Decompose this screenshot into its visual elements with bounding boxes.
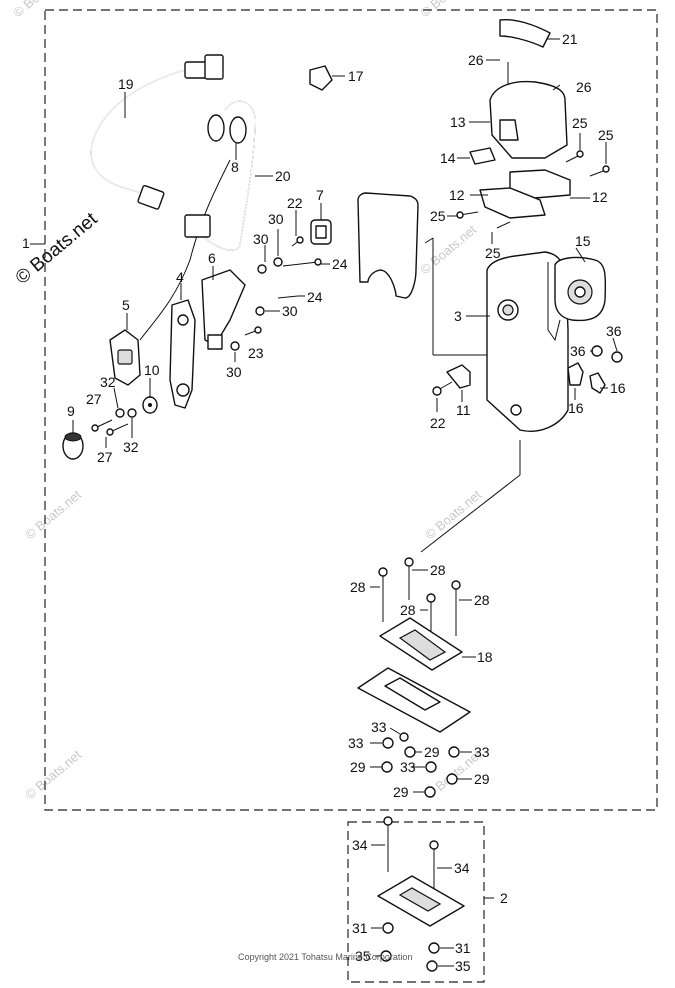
bolts-28 xyxy=(378,557,461,648)
nuts-washers-29-33 xyxy=(381,732,460,798)
callout-25: 25 xyxy=(572,115,588,131)
callout-30: 30 xyxy=(253,231,269,247)
callout-23: 23 xyxy=(248,345,264,361)
callout-1: 1 xyxy=(22,235,30,251)
callout-28b: 28 xyxy=(430,562,446,578)
part-17-plug xyxy=(309,65,345,91)
part-6-lever-bracket xyxy=(201,269,246,350)
callout-25c: 25 xyxy=(430,208,446,224)
part-3-control-box xyxy=(486,251,569,432)
callout-17: 17 xyxy=(348,68,364,84)
small-fasteners-left xyxy=(91,236,322,436)
callout-20: 20 xyxy=(275,168,291,184)
callout-27b: 27 xyxy=(97,449,113,465)
callout-7: 7 xyxy=(316,187,324,203)
callout-25b: 25 xyxy=(598,127,614,143)
part-13-top-cover xyxy=(489,62,568,159)
part-36-washers xyxy=(591,345,623,363)
callout-28c: 28 xyxy=(400,602,416,618)
callout-29: 29 xyxy=(424,744,440,760)
callouts: 1 2 3 4 5 6 7 8 9 10 11 12 12 13 14 15 1… xyxy=(22,31,626,974)
callout-24: 24 xyxy=(332,256,348,272)
callout-25d: 25 xyxy=(485,245,501,261)
callout-10: 10 xyxy=(144,362,160,378)
callout-11: 11 xyxy=(456,402,471,418)
callout-12: 12 xyxy=(449,187,465,203)
callout-18: 18 xyxy=(477,649,493,665)
callout-2: 2 xyxy=(500,890,508,906)
assembly-2-parts xyxy=(377,816,465,972)
callout-26: 26 xyxy=(468,52,484,68)
part-10-washer xyxy=(142,396,158,414)
callout-31: 31 xyxy=(352,920,368,936)
callout-28d: 28 xyxy=(474,592,490,608)
callout-34: 34 xyxy=(352,837,368,853)
callout-9: 9 xyxy=(67,403,75,419)
callout-13: 13 xyxy=(450,114,466,130)
callout-30b: 30 xyxy=(268,211,284,227)
assembly-2-frame xyxy=(347,821,485,983)
part-14-clip xyxy=(469,147,496,165)
callout-33c: 33 xyxy=(474,744,490,760)
callout-12b: 12 xyxy=(592,189,608,205)
callout-36b: 36 xyxy=(570,343,586,359)
callout-35b: 35 xyxy=(455,958,471,974)
callout-4: 4 xyxy=(176,269,184,285)
callout-33b: 33 xyxy=(348,735,364,751)
callout-5: 5 xyxy=(122,297,130,313)
part-4-arm xyxy=(169,299,196,409)
callout-16b: 16 xyxy=(610,380,626,396)
callout-29b: 29 xyxy=(350,759,366,775)
part-gasket xyxy=(357,192,419,299)
callout-14: 14 xyxy=(440,150,456,166)
part-7-grommet xyxy=(310,219,332,245)
part-5-cover xyxy=(109,329,141,386)
part-21-cover-plate xyxy=(499,18,551,48)
watermark: © Boats.net xyxy=(422,487,484,543)
callout-15: 15 xyxy=(575,233,591,249)
callout-32b: 32 xyxy=(123,439,139,455)
callout-26b: 26 xyxy=(576,79,592,95)
copyright-notice: Copyright 2021 Tohatsu Marine Corporatio… xyxy=(238,952,412,962)
callout-31b: 31 xyxy=(455,940,471,956)
part-16-clips xyxy=(567,362,606,394)
callout-16: 16 xyxy=(568,400,584,416)
part-11-bracket xyxy=(432,364,471,396)
harness-19 xyxy=(90,54,224,210)
callout-8: 8 xyxy=(231,159,239,175)
part-18-mount-plate xyxy=(379,617,463,671)
callout-33: 33 xyxy=(371,719,387,735)
callout-24b: 24 xyxy=(307,289,323,305)
watermark: © Boats.net xyxy=(417,222,479,278)
callout-36: 36 xyxy=(606,323,622,339)
callout-3: 3 xyxy=(454,308,462,324)
connector-8 xyxy=(207,114,247,160)
callout-30d: 30 xyxy=(226,364,242,380)
assembly-1-frame xyxy=(44,9,658,811)
callout-29d: 29 xyxy=(393,784,409,800)
callout-28: 28 xyxy=(350,579,366,595)
callout-30c: 30 xyxy=(282,303,298,319)
callout-22b: 22 xyxy=(430,415,446,431)
part-12-brackets xyxy=(456,150,610,229)
harness-20 xyxy=(139,100,256,341)
callout-35: 35 xyxy=(355,948,371,964)
callout-27: 27 xyxy=(86,391,102,407)
callout-34b: 34 xyxy=(454,860,470,876)
watermark: © Boats.net xyxy=(22,747,84,803)
callout-6: 6 xyxy=(208,250,216,266)
callout-21: 21 xyxy=(562,31,578,47)
callout-32: 32 xyxy=(100,374,116,390)
watermark: © Boats.net xyxy=(22,487,84,543)
part-15-gear-plate xyxy=(554,256,607,322)
callout-19: 19 xyxy=(118,76,134,92)
callout-29c: 29 xyxy=(474,771,490,787)
callout-33d: 33 xyxy=(400,759,416,775)
part-9-knob xyxy=(62,432,84,460)
callout-22: 22 xyxy=(287,195,303,211)
part-gasket-lower xyxy=(357,667,471,733)
